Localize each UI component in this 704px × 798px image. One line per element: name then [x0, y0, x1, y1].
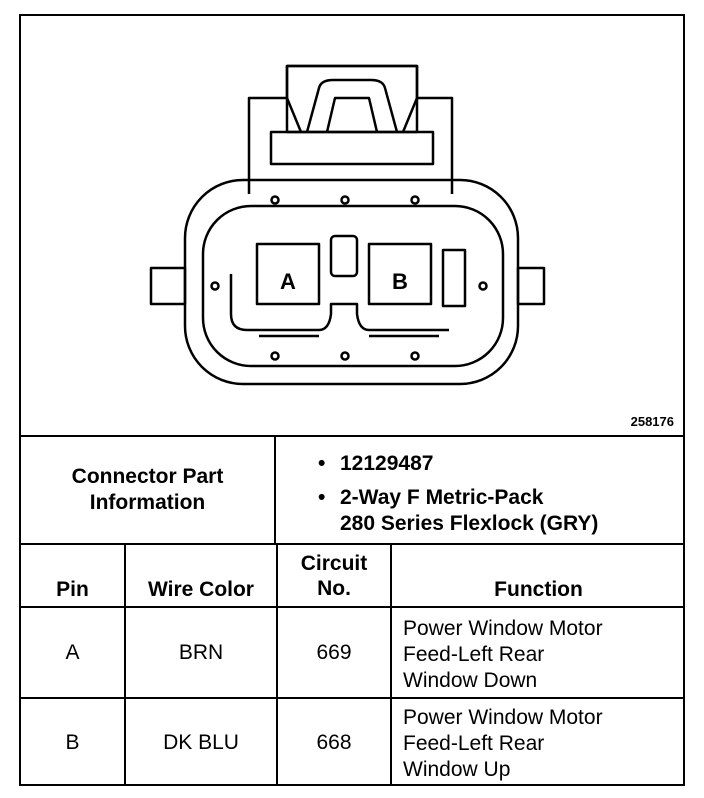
row-a-wire-color: BRN [178, 640, 224, 664]
row-b-pin: B [65, 730, 80, 754]
center-key [329, 234, 359, 278]
part-info-list: • 12129487 • 2-Way F Metric-Pack 280 Ser… [318, 451, 678, 537]
row-b-function-line3: Window Up [403, 758, 511, 781]
row-a-pin: A [65, 640, 80, 664]
pin-label-a: A [280, 269, 296, 294]
row-a-function: Power Window Motor Feed-Left Rear Window… [403, 616, 603, 694]
row-b-circuit: 668 [316, 730, 352, 754]
figure-id: 258176 [630, 414, 674, 429]
header-pin: Pin [56, 578, 89, 601]
part-info-label: Connector Part Information [21, 437, 274, 543]
divider-info [19, 435, 685, 437]
row-b-wire-color: DK BLU [163, 730, 239, 754]
bullet-icon: • [318, 452, 326, 475]
divider-col-1 [124, 543, 126, 786]
part-description-line2: 280 Series Flexlock (GRY) [340, 512, 599, 535]
row-a-function-line1: Power Window Motor [403, 617, 603, 640]
part-number: 12129487 [340, 452, 434, 475]
header-function: Function [494, 578, 583, 601]
divider-info-vertical [274, 435, 276, 545]
part-info-label-line1: Connector Part [71, 465, 224, 488]
header-circuit-line2: No. [317, 576, 351, 600]
row-a-function-line2: Feed-Left Rear [403, 643, 545, 666]
divider-row-a [19, 606, 685, 608]
connector-diagram: A B [19, 14, 685, 436]
row-b-function-line1: Power Window Motor [403, 706, 603, 729]
divider-header [19, 543, 685, 545]
row-b-function: Power Window Motor Feed-Left Rear Window… [403, 705, 603, 783]
left-tab [149, 266, 187, 306]
row-a-circuit: 669 [316, 640, 352, 664]
part-info-item: • 12129487 [318, 451, 678, 477]
terminal-a [255, 242, 321, 306]
row-a-function-line3: Window Down [403, 669, 538, 692]
divider-col-2 [276, 543, 278, 786]
latch-base [247, 64, 454, 194]
connector-drawing: A B [149, 64, 546, 386]
row-b-function-line2: Feed-Left Rear [403, 732, 545, 755]
header-circuit-line1: Circuit [300, 551, 368, 575]
pin-label-b: B [392, 269, 408, 294]
connector-housing [183, 178, 520, 386]
outer-frame [19, 14, 685, 786]
bullet-icon: • [318, 486, 326, 509]
header-wire-color: Wire Color [148, 578, 254, 601]
header-circuit: Circuit No. [278, 545, 390, 606]
part-description-line1: 2-Way F Metric-Pack [340, 486, 544, 509]
latch-loop [305, 78, 399, 133]
terminal-b [367, 242, 433, 306]
part-info-label-line2: Information [89, 491, 206, 514]
right-tab [516, 266, 546, 306]
divider-col-3 [390, 543, 392, 786]
divider-row-b [19, 697, 685, 699]
connector-cavity [201, 204, 505, 368]
part-info-item: • 2-Way F Metric-Pack 280 Series Flexloc… [318, 485, 678, 537]
